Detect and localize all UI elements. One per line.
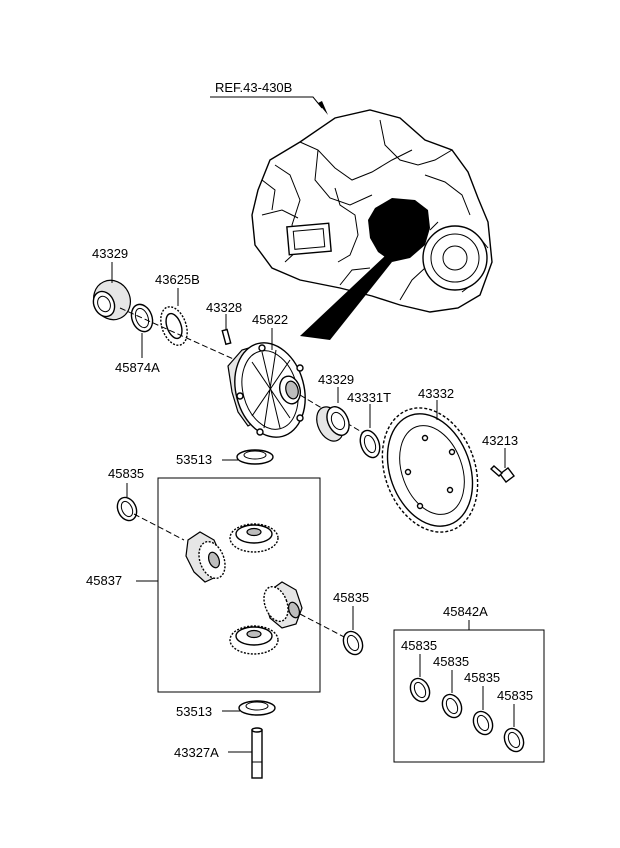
side-gear-upper [229, 523, 279, 553]
reference-leader [210, 96, 328, 115]
label-kit-washer-1: 45835 [401, 638, 437, 653]
side-washer-right [342, 630, 364, 656]
kit-washer-4 [503, 727, 525, 753]
shim-left [130, 303, 154, 333]
label-bolt: 43213 [482, 433, 518, 448]
gear-set-box [157, 477, 321, 693]
label-kit-washer-2: 45835 [433, 654, 469, 669]
differential-case [227, 342, 306, 438]
label-shaft: 43327A [174, 745, 219, 760]
reference-label: REF.43-430B [215, 80, 292, 95]
kit-washer-1 [409, 677, 431, 703]
label-gear-set: 45837 [86, 573, 122, 588]
label-pin: 43328 [206, 300, 242, 315]
thrust-washer-top [236, 449, 274, 465]
speedo-gear [160, 306, 188, 346]
label-kit-washer-4: 45835 [497, 688, 533, 703]
label-side-washer-right: 45835 [333, 590, 369, 605]
thrust-washer-bottom [238, 700, 276, 716]
label-bearing-right: 43329 [318, 372, 354, 387]
transaxle-housing [251, 109, 493, 340]
label-side-washer-left: 45835 [108, 466, 144, 481]
bearing-right [316, 406, 350, 442]
label-thrust-washer-bottom: 53513 [176, 704, 212, 719]
label-washer-kit: 45842A [443, 604, 488, 619]
pinion-gear-left [185, 531, 226, 583]
label-kit-washer-3: 45835 [464, 670, 500, 685]
label-bearing-left: 43329 [92, 246, 128, 261]
side-washer-left [116, 496, 138, 522]
kit-washer-2 [441, 693, 463, 719]
bolt [489, 465, 515, 483]
bearing-left [92, 279, 131, 321]
shim-right [359, 429, 381, 459]
pin [221, 328, 232, 346]
pinion-shaft [251, 727, 263, 779]
label-shim-right: 43331T [347, 390, 391, 405]
ring-gear [381, 407, 479, 533]
label-shim-left: 45874A [115, 360, 160, 375]
label-thrust-washer-top: 53513 [176, 452, 212, 467]
label-speedo-gear: 43625B [155, 272, 200, 287]
side-gear-lower [229, 625, 279, 655]
label-case: 45822 [252, 312, 288, 327]
label-ring-gear: 43332 [418, 386, 454, 401]
pinion-gear-right [263, 581, 303, 629]
kit-washer-3 [472, 710, 494, 736]
